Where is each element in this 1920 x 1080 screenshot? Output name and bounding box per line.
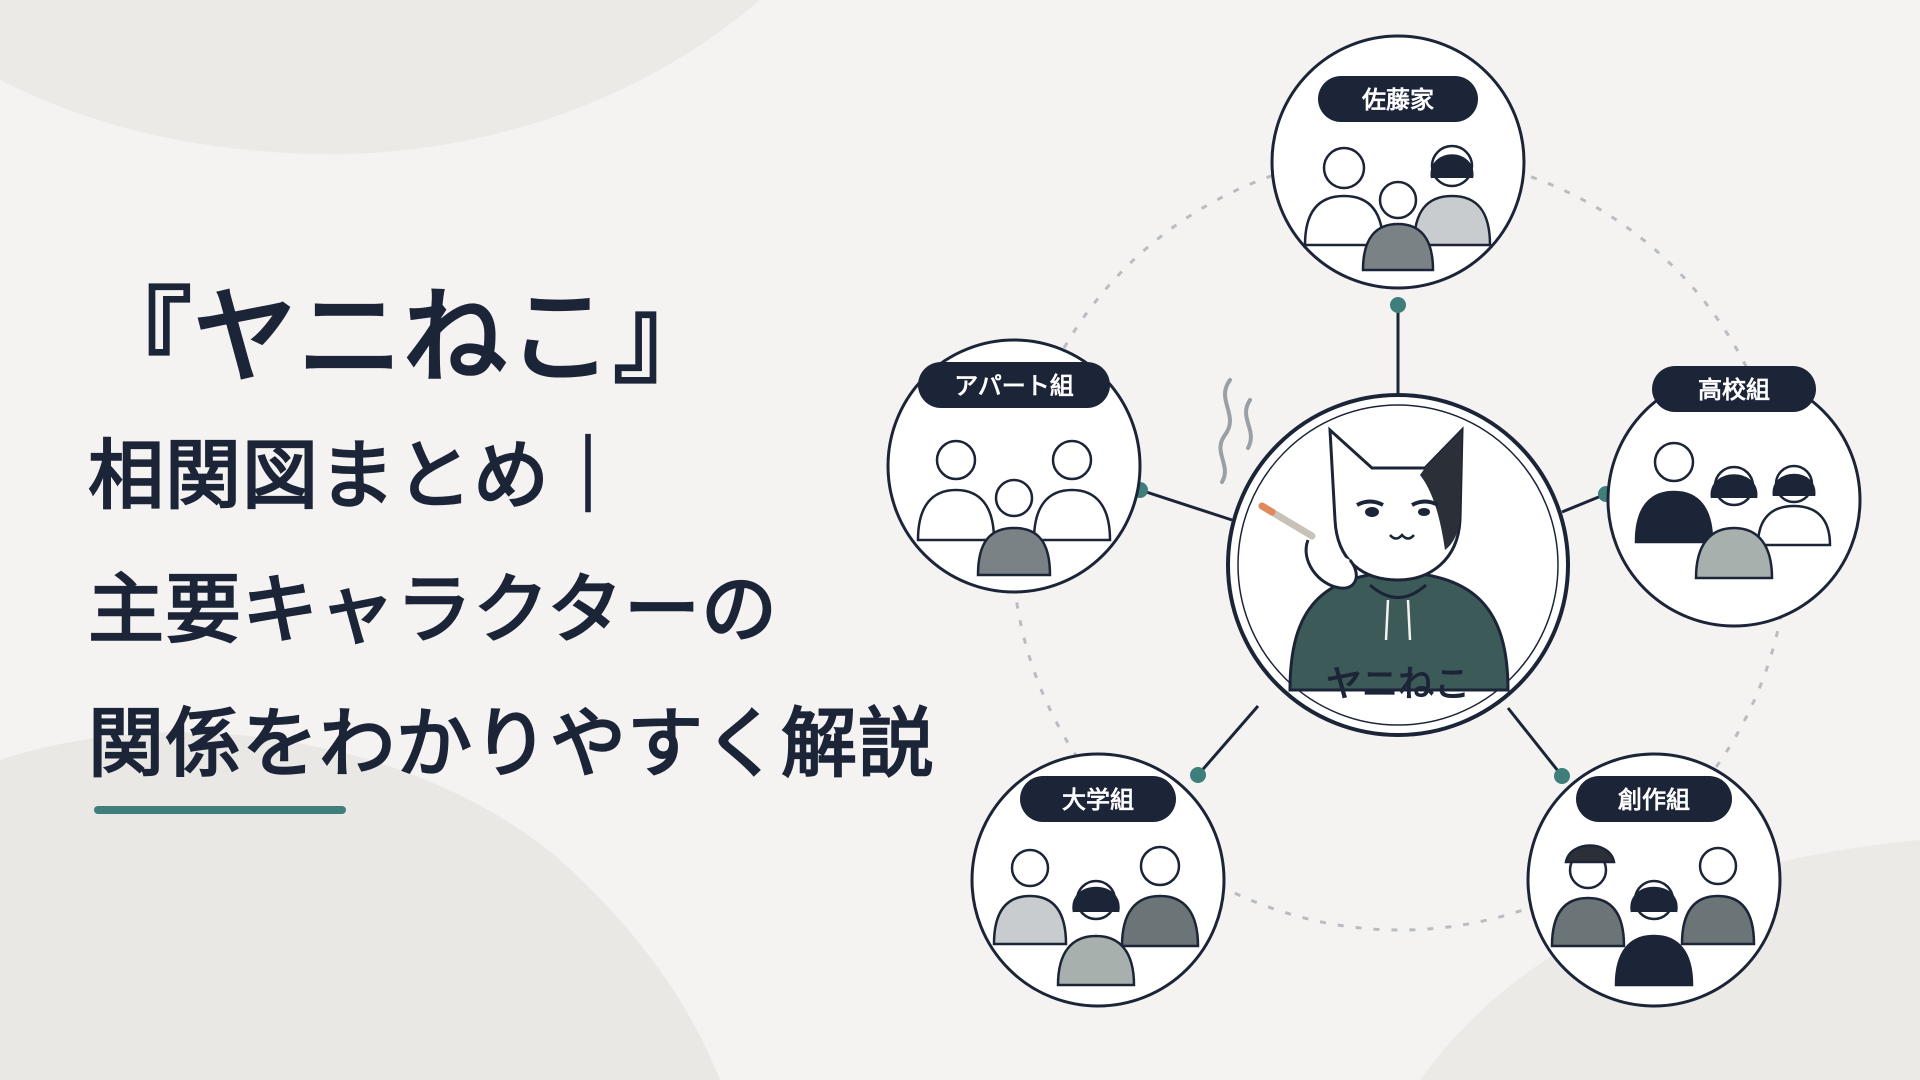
group-node-sato: 佐藤家 bbox=[1270, 34, 1526, 290]
group-label-apart: アパート組 bbox=[954, 372, 1074, 400]
people-icon bbox=[992, 845, 1200, 987]
group-label-sato: 佐藤家 bbox=[1361, 86, 1434, 114]
people-icon bbox=[1303, 144, 1492, 272]
group-node-sosaku: 創作組 bbox=[1526, 752, 1782, 1008]
title-line-3: 主要キャラクターの bbox=[88, 565, 778, 654]
group-node-apart: アパート組 bbox=[886, 338, 1142, 594]
center-node: ヤニねこ bbox=[1218, 378, 1570, 737]
title-line-1: 『ヤニねこ』 bbox=[88, 276, 719, 398]
smoke-icon bbox=[1218, 378, 1253, 484]
cat-icon bbox=[1258, 426, 1510, 692]
title-line-4: 関係をわかりやすく解説 bbox=[88, 699, 935, 788]
center-node-label: ヤニねこ bbox=[1326, 664, 1470, 705]
group-label-koko: 高校組 bbox=[1698, 376, 1770, 404]
group-node-koko: 高校組 bbox=[1606, 366, 1862, 628]
people-icon bbox=[1550, 844, 1756, 987]
group-label-sosaku: 創作組 bbox=[1618, 786, 1690, 814]
group-label-daigaku: 大学組 bbox=[1062, 786, 1134, 814]
accent-bar bbox=[94, 806, 346, 814]
title-line-2: 相関図まとめ｜ bbox=[88, 431, 627, 520]
group-node-daigaku: 大学組 bbox=[970, 752, 1226, 1008]
people-icon bbox=[1634, 441, 1832, 580]
people-icon bbox=[916, 439, 1112, 577]
